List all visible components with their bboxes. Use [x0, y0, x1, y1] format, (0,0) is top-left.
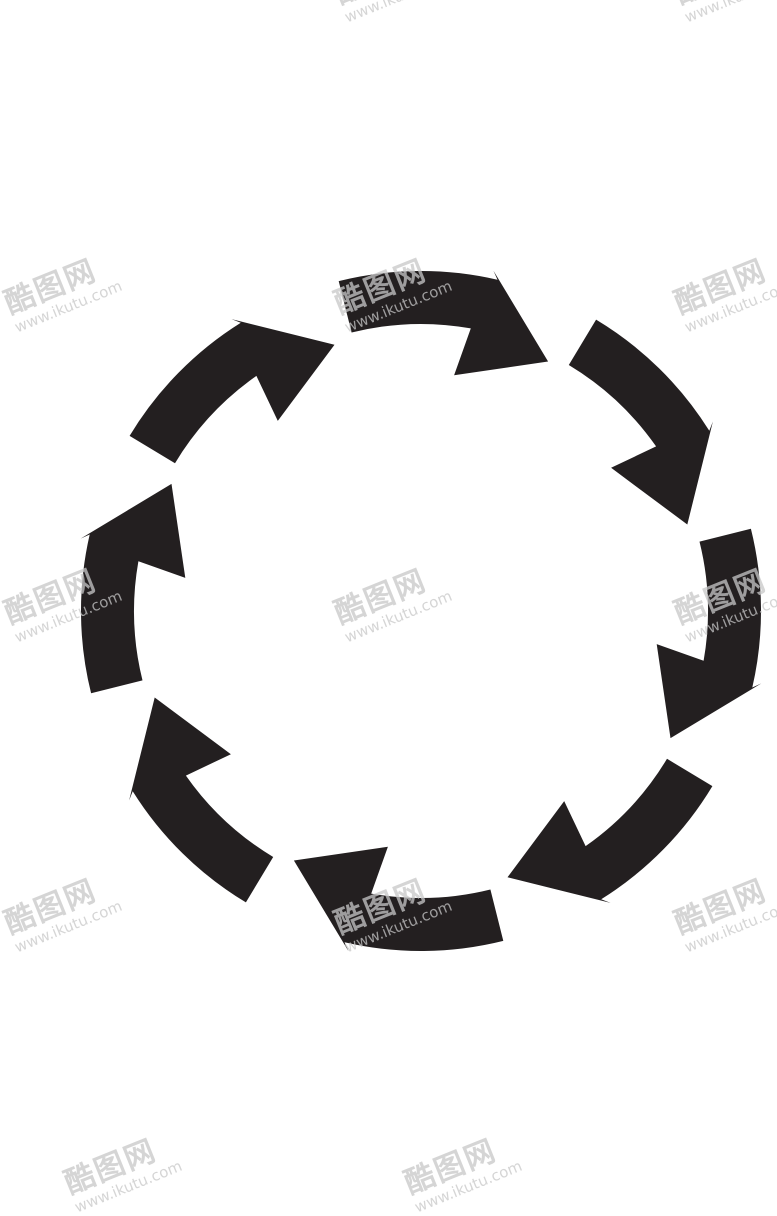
arrow-segment: [129, 319, 335, 464]
arrow-segment: [293, 846, 504, 952]
circular-arrows-graphic: [80, 270, 762, 952]
arrow-segment: [656, 528, 762, 739]
arrow-segment: [80, 483, 186, 694]
watermark-url: www.ikutu.com: [411, 1156, 525, 1216]
arrow-segment: [568, 319, 713, 525]
arrow-segment: [507, 758, 713, 903]
arrow-segment: [338, 270, 549, 376]
watermark-url: www.ikutu.com: [71, 1156, 185, 1216]
arrow-segment: [129, 697, 274, 903]
